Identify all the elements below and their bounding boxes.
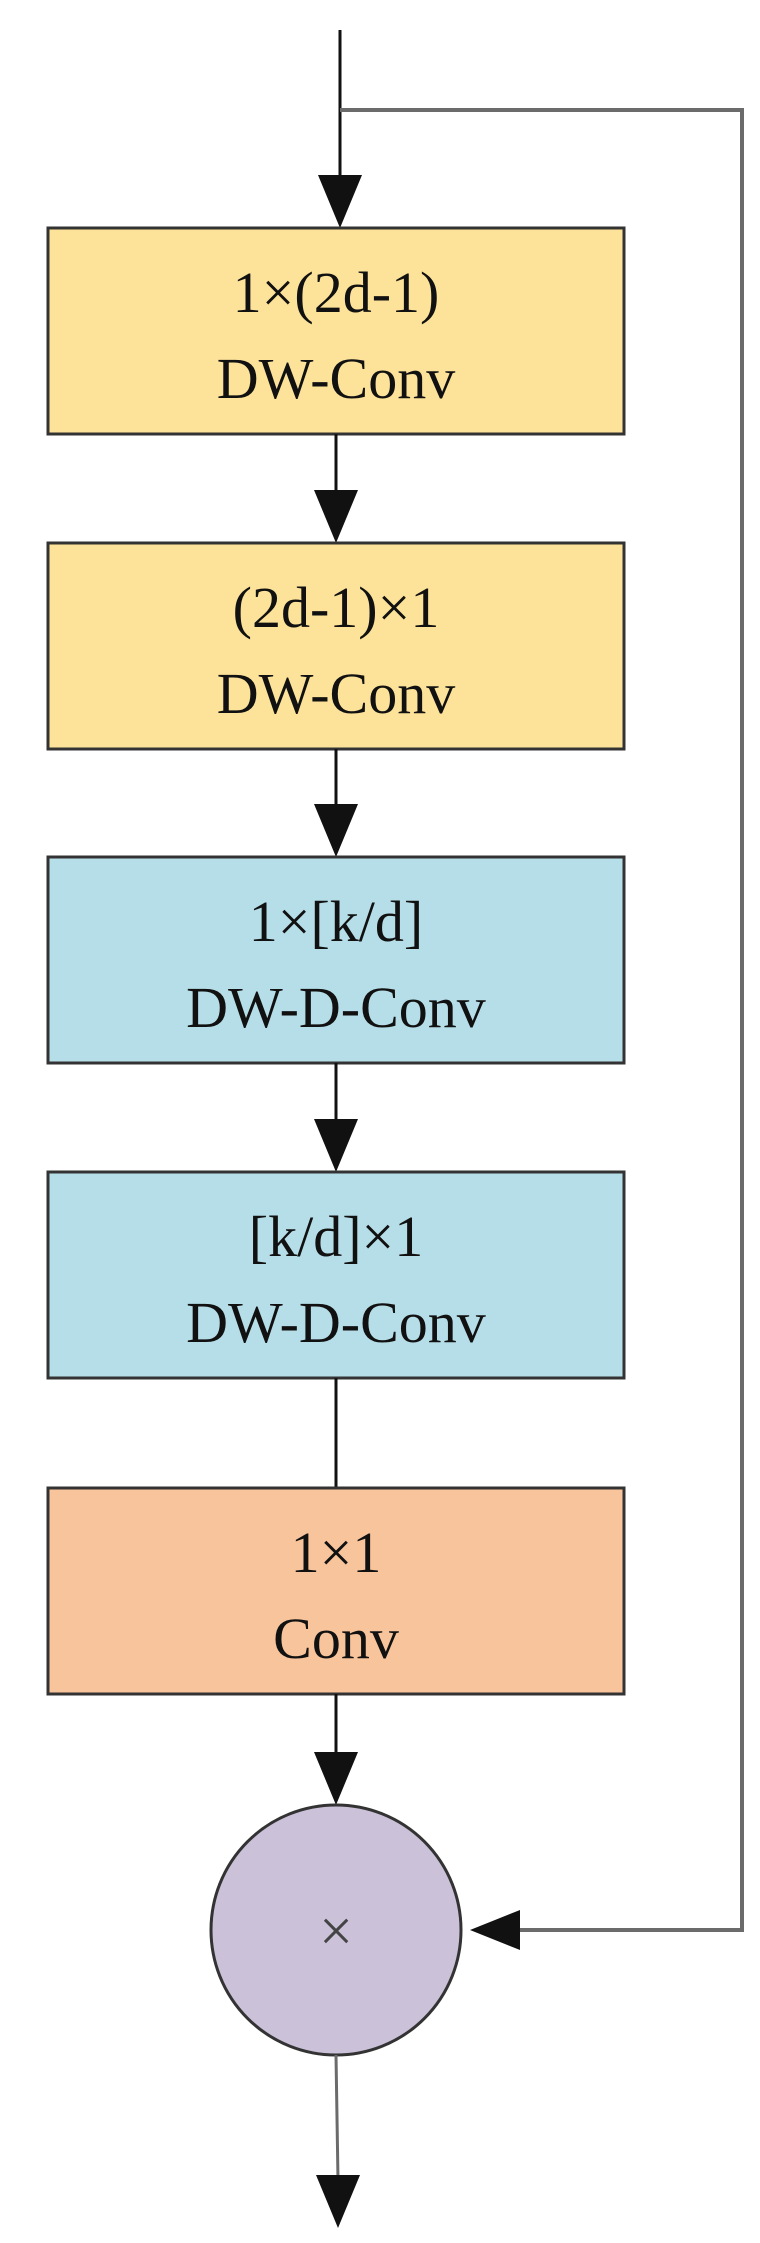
- block-box: [46, 1170, 626, 1380]
- block-box: [46, 1486, 626, 1696]
- arrow-5-multiply: [314, 1694, 358, 1805]
- output-arrow: [316, 2054, 360, 2228]
- arrow-3-4: [314, 1063, 358, 1172]
- input-arrow: [318, 30, 362, 228]
- block-1x1-conv: 1×1 Conv: [46, 1486, 626, 1696]
- arrow-2-3: [314, 749, 358, 857]
- block-box: [46, 855, 626, 1065]
- arrow-1-2: [314, 434, 358, 543]
- block-line1: [k/d]×1: [249, 1204, 423, 1269]
- multiply-symbol-icon: ×: [319, 1898, 353, 1964]
- block-line2: DW-D-Conv: [186, 1290, 486, 1355]
- block-1x2d-dwconv: 1×(2d-1) DW-Conv: [46, 226, 626, 436]
- block-line2: Conv: [273, 1606, 399, 1671]
- block-line2: DW-Conv: [217, 346, 455, 411]
- block-1xkd-dwdconv: 1×[k/d] DW-D-Conv: [46, 855, 626, 1065]
- block-2dx1-dwconv: (2d-1)×1 DW-Conv: [46, 541, 626, 751]
- block-kdx1-dwdconv: [k/d]×1 DW-D-Conv: [46, 1170, 626, 1380]
- block-line1: 1×[k/d]: [249, 889, 423, 954]
- block-line2: DW-D-Conv: [186, 975, 486, 1040]
- block-line2: DW-Conv: [217, 661, 455, 726]
- multiply-node: ×: [209, 1803, 463, 2057]
- skip-connection: [340, 108, 744, 1950]
- block-line1: (2d-1)×1: [233, 575, 440, 640]
- block-line1: 1×1: [291, 1520, 382, 1585]
- block-box: [46, 226, 626, 436]
- block-line1: 1×(2d-1): [233, 260, 440, 325]
